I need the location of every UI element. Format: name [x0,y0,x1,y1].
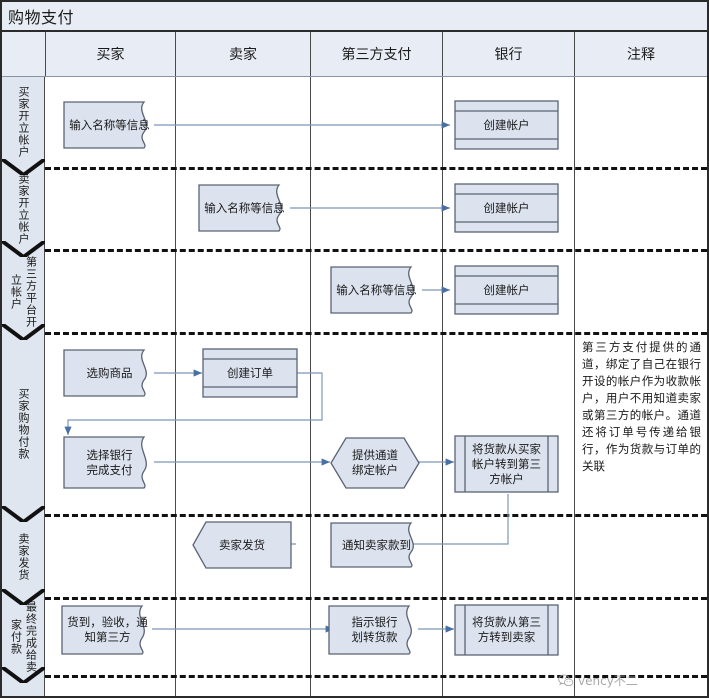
node-provide-channel-bind-account[interactable]: 提供通道 绑定帐户 [330,437,420,489]
header-buyer: 买家 [45,32,175,76]
lane-label-seller-open-account: 卖家开立帐户 [17,173,30,245]
lane-chevron-4 [2,506,45,522]
col-separator-bank-note [574,77,575,696]
node-create-account-bank-1[interactable]: 创建帐户 [454,100,559,150]
node-label: 输入名称等信息 [69,117,150,132]
node-create-order[interactable]: 创建订单 [202,348,298,398]
column-header-row: 买家 卖家 第三方支付 银行 注释 [2,32,707,77]
node-label: 输入名称等信息 [336,282,417,297]
watermark: vency不二 [558,672,638,689]
node-create-account-bank-2[interactable]: 创建帐户 [454,183,559,233]
node-label: 选择银行 完成支付 [86,447,133,477]
node-label: 将货款从第三 方转到卖家 [472,615,541,644]
node-seller-ship-goods[interactable]: 卖家发货 [192,521,292,569]
lane-chevron-6 [2,667,45,683]
node-notify-seller-payment[interactable]: 通知卖家款到 [329,521,424,569]
node-goods-received-notify[interactable]: 货到，验收，通 知第三方 [60,604,155,656]
node-label: 创建帐户 [483,117,530,132]
lane-label-buyer-open-account: 买家开立帐户 [17,86,30,158]
node-label: 创建帐户 [483,200,530,215]
lane-divider-5 [45,597,707,600]
header-thirdparty: 第三方支付 [310,32,442,76]
lane-chevron-3 [2,324,45,340]
header-note: 注释 [574,32,707,76]
node-label: 指示银行 划转货款 [351,615,398,644]
lane-label-final-pay-seller: 最终完成给卖家付款 [9,601,38,673]
node-label: 将货款从买家 帐户转到第三 方帐户 [472,441,541,486]
node-create-account-bank-3[interactable]: 创建帐户 [454,265,559,315]
node-label: 提供通道 绑定帐户 [352,448,398,477]
lane-divider-6 [45,675,707,678]
node-transfer-funds-to-seller[interactable]: 将货款从第三 方转到卖家 [454,604,559,656]
lane-divider-3 [45,332,707,335]
lane-divider-2 [45,249,707,252]
node-label: 创建帐户 [483,282,530,297]
lane-chevron-1 [2,159,45,175]
wechat-icon [558,673,574,686]
diagram-title-bar: 购物支付 [2,2,707,32]
lane-chevron-2 [2,241,45,257]
node-label: 选购商品 [86,365,133,380]
header-bank: 银行 [442,32,574,76]
node-input-name-info-seller[interactable]: 输入名称等信息 [197,183,292,233]
lane-label-seller-ship: 卖家发货 [17,532,30,581]
node-instruct-bank-transfer[interactable]: 指示银行 划转货款 [327,604,422,656]
header-seller: 卖家 [175,32,310,76]
watermark-label: vency不二 [578,674,638,688]
node-select-goods[interactable]: 选购商品 [62,348,157,398]
lane-grid: 买家开立帐户 卖家开立帐户 第三方平台开立帐户 买家购物付款 卖家发货 最终完成… [2,77,707,696]
lane-divider-1 [45,167,707,170]
node-label: 卖家发货 [219,537,265,552]
note-text: 第三方支付提供的通道，绑定了自己在银行开设的帐户作为收款帐户，用户不用知道卖家或… [582,340,701,473]
lane-divider-4 [45,514,707,517]
node-input-name-info-platform[interactable]: 输入名称等信息 [329,265,424,315]
diagram-title: 购物支付 [8,8,75,27]
node-label: 通知卖家款到 [342,537,411,552]
node-label: 货到，验收，通 知第三方 [67,615,148,644]
lane-label-platform-open-account: 第三方平台开立帐户 [9,255,38,328]
node-select-bank-pay[interactable]: 选择银行 完成支付 [62,435,157,490]
node-label: 输入名称等信息 [204,200,285,215]
node-input-name-info-buyer[interactable]: 输入名称等信息 [62,100,157,150]
node-transfer-funds-to-thirdparty[interactable]: 将货款从买家 帐户转到第三 方帐户 [454,435,559,493]
header-lane-col [2,32,45,76]
lane-label-buyer-pay: 买家购物付款 [17,388,30,460]
node-label: 创建订单 [227,365,273,380]
lane-chevron-5 [2,589,45,605]
col-separator-thirdparty-bank [442,77,443,696]
